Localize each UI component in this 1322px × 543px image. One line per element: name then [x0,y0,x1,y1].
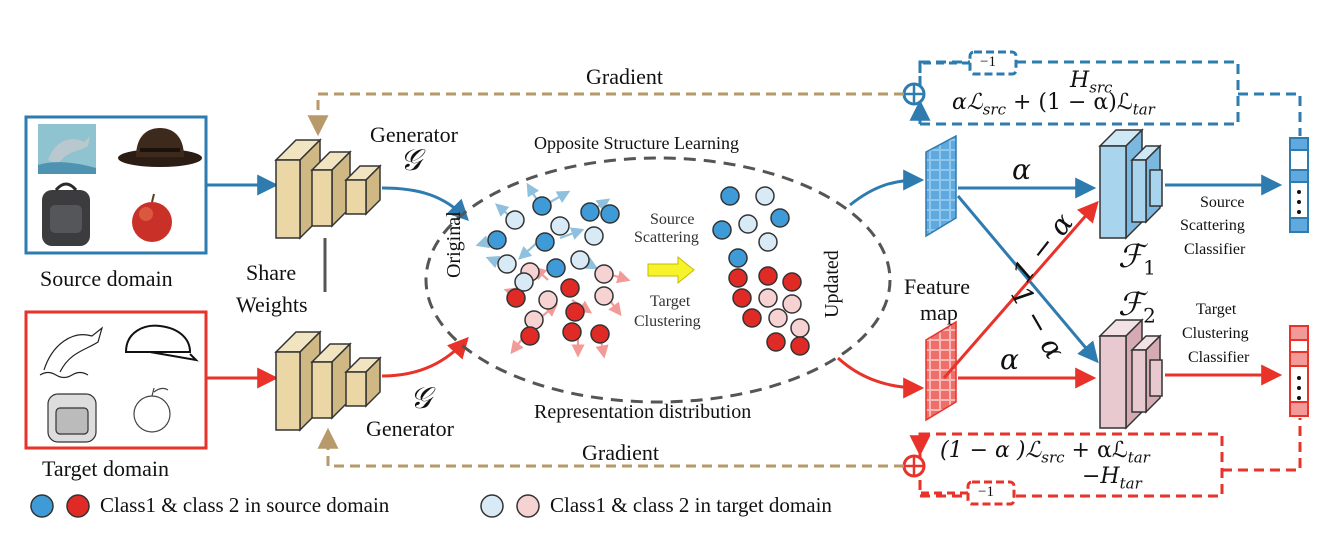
classifier-f1 [1098,128,1163,240]
ellipse-to-source-feature-arrow [849,169,925,207]
share-label-1: Share [246,260,297,285]
gradient-top-label: Gradient [586,64,663,89]
mid-top-2: Scattering [634,229,699,246]
f2-label-1: Target [1196,301,1237,318]
cap-sketch [124,324,199,362]
bottom-neg-one: −1 [978,484,994,500]
generator-bottom [274,330,382,432]
hat-photo [118,128,202,167]
f1-label-3: Classifier [1184,241,1246,258]
bottom-loss-expr: (1 − α )ℒsrc + αℒtar [940,438,1150,467]
generator-top-symbol: 𝒢 [400,143,422,178]
generator-bottom-symbol: 𝒢 [410,381,432,416]
target-output-vector [1289,325,1309,417]
f2-symbol: ℱ2 [1118,285,1156,328]
transition-arrow [647,255,695,285]
feature-map-label-2: map [920,300,958,325]
ellipse-bottom-label: Representation distribution [534,401,752,423]
target-domain-box [24,310,208,450]
apple-photo [132,193,172,242]
f2-label-3: Classifier [1188,349,1250,366]
ellipse-left-label: Original [443,211,465,278]
generator-bottom-output-arrow [381,336,469,378]
dots-updated [712,186,810,356]
backpack-photo [42,182,90,246]
ellipse-title: Opposite Structure Learning [534,133,739,153]
legend-dots [30,494,540,518]
backpack-sketch [47,393,97,443]
source-domain-label: Source domain [40,266,173,291]
mid-top-1: Source [650,211,695,228]
ellipse-right-label: Updated [821,250,843,318]
dolphin-sketch [39,326,104,379]
generator-top [274,138,382,240]
generator-top-output-arrow [381,186,469,221]
share-label-2: Weights [236,292,308,317]
dots-original [487,196,620,346]
target-domain-label: Target domain [42,456,169,481]
apple-sketch [133,387,171,433]
f1-label-2: Scattering [1180,217,1245,234]
source-feature-map [925,134,957,238]
mid-bottom-2: Clustering [634,313,701,330]
f1-label-1: Source [1200,194,1245,211]
f1-symbol: ℱ1 [1118,237,1156,280]
f2-label-2: Clustering [1182,325,1249,342]
source-domain-box [24,115,208,255]
bottom-h-tar: −Htar [1082,464,1142,493]
legend-source-text: Class1 & class 2 in source domain [100,493,390,517]
legend-target-text: Class1 & class 2 in target domain [550,493,832,517]
mid-bottom-1: Target [650,293,691,310]
alpha-bottom-label: α [1000,343,1019,376]
representation-ellipse [424,156,892,404]
alpha-top-label: α [1012,153,1031,186]
cross-blue-arrow [956,195,1099,364]
ellipse-to-target-feature-arrow [836,356,925,399]
top-neg-one: −1 [980,54,996,70]
generator-bottom-label: Generator [366,416,454,441]
top-loss-expr: αℒsrc + (1 − α)ℒtar [952,90,1155,119]
feature-map-label-1: Feature [904,274,970,299]
dolphin-photo [38,124,96,174]
gradient-bottom-path [317,427,904,468]
gradient-top-path [307,92,904,137]
gradient-bottom-label: Gradient [582,440,659,465]
top-h-src: Hsrc [1070,68,1113,97]
classifier-f2 [1098,318,1163,430]
cross-red-arrow [942,200,1099,379]
source-output-vector [1289,137,1309,233]
generator-top-label: Generator [370,122,458,147]
target-feature-map [925,320,957,422]
